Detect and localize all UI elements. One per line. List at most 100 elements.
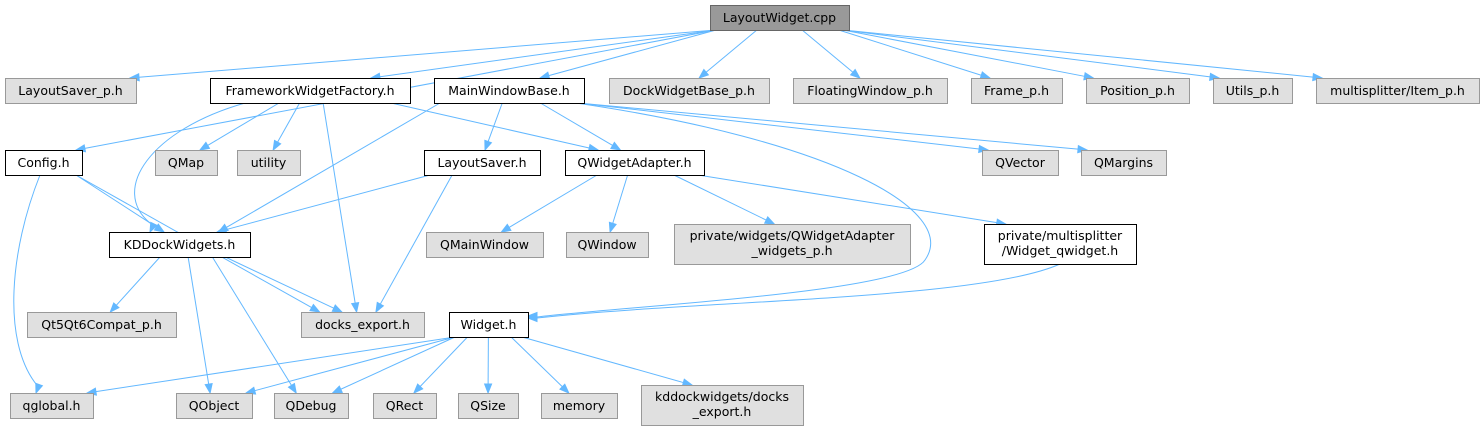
edge-line bbox=[419, 336, 468, 387]
node-kddw[interactable]: KDDockWidgets.h bbox=[109, 232, 251, 258]
edge-kddw-to-qt5qt6 bbox=[109, 256, 161, 314]
node-label: Config.h bbox=[17, 155, 69, 170]
node-label: QSize bbox=[470, 398, 506, 413]
edge-mwb-to-widget bbox=[526, 102, 931, 321]
edge-line bbox=[138, 29, 717, 78]
edge-fwf-to-utility bbox=[272, 102, 301, 152]
edge-line bbox=[340, 336, 456, 390]
node-label: KDDockWidgets.h bbox=[124, 237, 236, 252]
edge-line bbox=[548, 29, 717, 77]
edge-arrowhead bbox=[484, 139, 493, 152]
node-box bbox=[793, 78, 948, 104]
edge-mwb-to-layoutsaver bbox=[484, 102, 503, 152]
node-box bbox=[565, 150, 705, 176]
node-memory: memory bbox=[541, 393, 618, 419]
node-docksexport: docks_export.h bbox=[301, 312, 425, 338]
node-box bbox=[674, 224, 911, 265]
node-pwqwa: private/widgets/QWidgetAdapter_widgets_p… bbox=[674, 224, 911, 265]
edge-arrowhead bbox=[331, 385, 343, 394]
node-root[interactable]: LayoutWidget.cpp bbox=[710, 5, 850, 31]
node-label: QObject bbox=[189, 398, 240, 413]
node-fwp: FloatingWindow_p.h bbox=[793, 78, 948, 104]
edge-arrowhead bbox=[763, 216, 776, 225]
edge-line bbox=[13, 174, 41, 385]
edge-root-to-fwp bbox=[801, 29, 861, 79]
node-config[interactable]: Config.h bbox=[5, 150, 83, 176]
edge-line bbox=[705, 29, 758, 73]
node-label: QMargins bbox=[1094, 155, 1153, 170]
node-label: QDebug bbox=[286, 398, 337, 413]
node-box bbox=[5, 78, 137, 104]
node-box bbox=[237, 150, 301, 176]
node-pmswq[interactable]: private/multisplitter/Widget_qwidget.h bbox=[984, 224, 1137, 265]
edge-line bbox=[115, 256, 161, 306]
edge-fwf-to-qwa bbox=[391, 102, 600, 153]
node-box bbox=[1086, 78, 1190, 104]
edge-line bbox=[577, 102, 980, 150]
node-mwb[interactable]: MainWindowBase.h bbox=[434, 78, 585, 104]
node-label: memory bbox=[553, 398, 606, 413]
edge-mwb-to-qvector bbox=[577, 102, 990, 154]
edge-arrowhead bbox=[287, 382, 297, 395]
edge-line bbox=[226, 102, 441, 228]
node-layoutsaver-p: LayoutSaver_p.h bbox=[5, 78, 137, 104]
edge-qwa-to-qmainwindow bbox=[500, 174, 598, 233]
edge-arrowhead bbox=[681, 378, 694, 387]
node-box bbox=[109, 232, 251, 258]
edge-widget-to-kddwexport bbox=[521, 336, 694, 387]
edge-arrowhead bbox=[526, 313, 538, 323]
edge-line bbox=[842, 29, 1314, 78]
node-kddwexport: kddockwidgets/docks_export.h bbox=[641, 385, 804, 426]
edge-line bbox=[673, 174, 767, 221]
edge-fwf-to-docksexport bbox=[322, 102, 360, 314]
node-qwa[interactable]: QWidgetAdapter.h bbox=[565, 150, 705, 176]
node-label: private/multisplitter bbox=[998, 228, 1123, 243]
edge-widget-to-qrect bbox=[412, 336, 468, 394]
node-box bbox=[176, 393, 253, 419]
edge-line bbox=[536, 263, 1061, 319]
node-label: Position_p.h bbox=[1100, 83, 1175, 98]
edge-arrowhead bbox=[350, 301, 360, 314]
node-box bbox=[426, 232, 544, 258]
edge-fwf-to-kddw bbox=[134, 102, 246, 234]
node-label: MainWindowBase.h bbox=[448, 83, 569, 98]
edge-arrowhead bbox=[198, 141, 211, 151]
node-label: DockWidgetBase_p.h bbox=[623, 83, 755, 98]
node-box bbox=[373, 393, 437, 419]
node-box bbox=[1213, 78, 1293, 104]
edge-config-to-qglobal bbox=[13, 174, 44, 395]
edge-arrowhead bbox=[559, 383, 570, 394]
node-widget[interactable]: Widget.h bbox=[449, 312, 529, 338]
edge-line bbox=[379, 174, 453, 305]
edge-layoutsaver-to-kddw bbox=[215, 174, 431, 234]
edges-layer bbox=[13, 29, 1324, 396]
node-label: docks_export.h bbox=[315, 317, 410, 332]
edge-root-to-fwf bbox=[369, 29, 717, 81]
node-label: QMap bbox=[168, 155, 204, 170]
node-box bbox=[1081, 150, 1167, 176]
edge-layoutsaver-to-docksexport bbox=[375, 174, 453, 314]
node-box bbox=[27, 312, 177, 338]
node-label: multisplitter/Item_p.h bbox=[1330, 83, 1465, 98]
edge-line bbox=[697, 174, 997, 224]
edge-line bbox=[612, 174, 629, 224]
edge-arrowhead bbox=[698, 68, 710, 79]
node-label: Qt5Qt6Compat_p.h bbox=[41, 317, 162, 332]
node-box bbox=[458, 393, 519, 419]
edge-line bbox=[379, 29, 717, 78]
node-label: kddockwidgets/docks bbox=[655, 389, 789, 404]
edge-root-to-utilsp bbox=[842, 29, 1221, 81]
edge-line bbox=[277, 102, 301, 143]
node-layoutsaver[interactable]: LayoutSaver.h bbox=[424, 150, 541, 176]
node-label: QWidgetAdapter.h bbox=[577, 155, 691, 170]
edge-mwb-to-qmargins bbox=[577, 102, 1089, 154]
node-box bbox=[609, 78, 770, 104]
edge-line bbox=[134, 102, 246, 224]
edge-kddw-to-docksexport bbox=[225, 256, 344, 313]
edge-arrowhead bbox=[500, 223, 512, 233]
edge-root-to-itemp bbox=[842, 29, 1324, 82]
node-fwf[interactable]: FrameworkWidgetFactory.h bbox=[210, 78, 411, 104]
edge-arrowhead bbox=[149, 221, 158, 234]
node-label: QRect bbox=[386, 398, 424, 413]
